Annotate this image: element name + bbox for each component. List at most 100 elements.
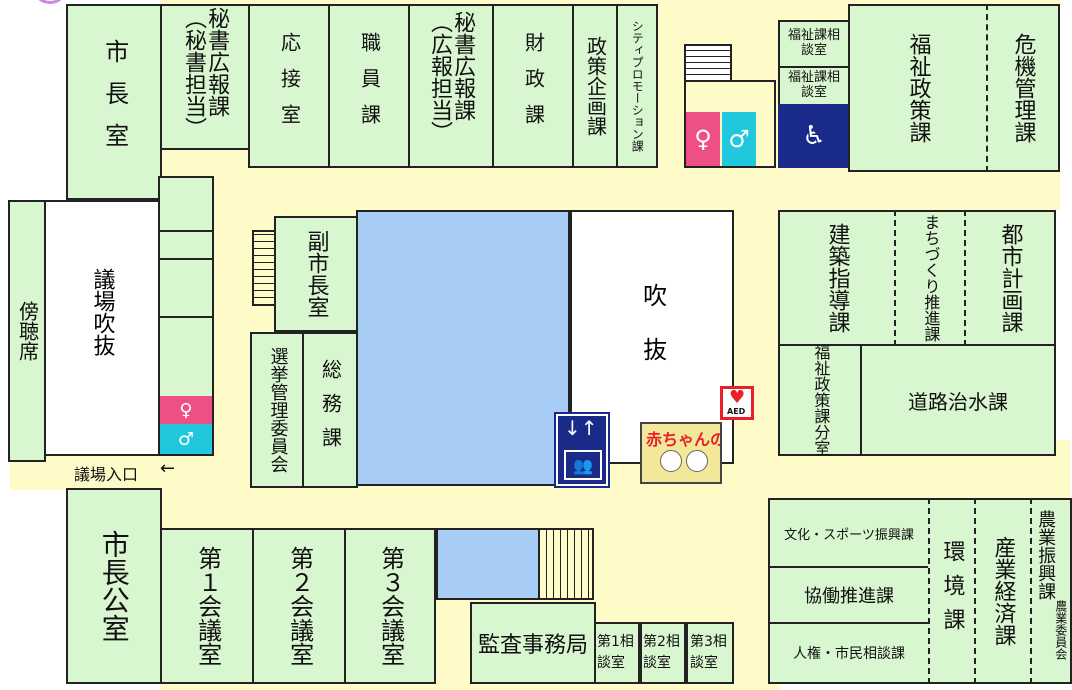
room-general-affairs[interactable]: 総務課 [302, 332, 358, 488]
room-label: シティプロモーション課 [630, 20, 645, 152]
room-machizukuri[interactable]: まちづくり推進課 [894, 210, 966, 346]
room-collaboration[interactable]: 協働推進課 [768, 566, 930, 624]
room-label: 都市計画課 [997, 223, 1023, 333]
room-building-guidance[interactable]: 建築指導課 [778, 210, 896, 346]
elevator: ↓↑ 👥 [554, 412, 610, 488]
room-label: 市長公室 [97, 530, 131, 642]
stairs-north [684, 44, 732, 82]
room-label: 秘書広報課（秘書担当） [181, 7, 230, 139]
decorative-arc [30, 0, 70, 4]
room-label: 第1相談室 [597, 634, 634, 671]
room-secretary-b[interactable]: 秘書広報課（広報担当） [408, 4, 494, 168]
female-restroom-icon: ♀ [686, 112, 720, 166]
room-label: 福祉政策課 [905, 33, 931, 143]
room-gallery[interactable]: 傍聴席 [8, 200, 46, 462]
room-label: 危機管理課 [1010, 33, 1036, 143]
room-mayor-office[interactable]: 市長室 [66, 4, 162, 200]
room-urban-planning[interactable]: 都市計画課 [964, 210, 1056, 346]
baby-station-label: 赤ちゃんの駅 [646, 430, 720, 449]
room-meeting-3[interactable]: 第３会議室 [344, 528, 436, 684]
stairs-west [252, 230, 276, 306]
room-label: 第2相談室 [643, 634, 680, 671]
assembly-entrance-label: 議場入口 [74, 465, 139, 484]
room-consult-1[interactable]: 第1相談室 [594, 622, 640, 684]
room-label: 監査事務局 [477, 633, 588, 658]
heart-icon: ♥ [729, 387, 746, 408]
room-label: 第１会議室 [193, 546, 222, 666]
male-restroom-icon: ♂ [160, 424, 212, 454]
room-crisis-management[interactable]: 危機管理課 [986, 4, 1060, 172]
female-restroom-icon: ♀ [160, 396, 212, 424]
room-reception[interactable]: 応接室 [248, 4, 330, 168]
accessible-restroom-icon: ♿ [778, 104, 850, 168]
room-deputy-mayor[interactable]: 副市長室 [274, 216, 358, 332]
room-label: 吹抜 [638, 283, 667, 391]
lower-atrium-void [436, 528, 540, 600]
compartment-divider [158, 230, 214, 232]
room-label: 秘書広報課（広報担当） [427, 11, 476, 143]
room-label: 第3相談室 [690, 634, 727, 671]
baby-face-icon [660, 450, 682, 472]
room-audit[interactable]: 監査事務局 [470, 602, 596, 684]
room-welfare-consult-2[interactable]: 福祉課相談室 [778, 66, 850, 106]
room-label: 財政課 [521, 32, 546, 140]
atrium-void [356, 210, 570, 486]
room-label: 市長室 [100, 39, 129, 165]
room-label: 福祉課相談室 [787, 28, 840, 58]
room-label: 応接室 [277, 32, 302, 140]
stairs-south [538, 528, 594, 600]
compartment-divider [158, 316, 214, 318]
room-label: 協働推進課 [804, 586, 894, 607]
room-mayor-public-office[interactable]: 市長公室 [66, 488, 162, 684]
room-label: まちづくり推進課 [921, 214, 941, 342]
compartment-divider [158, 258, 214, 260]
room-label: 選挙管理委員会 [267, 347, 289, 473]
room-finance[interactable]: 財政課 [492, 4, 574, 168]
left-arrow-icon: ← [160, 458, 176, 479]
room-label: 職員課 [357, 32, 382, 140]
room-culture-sports[interactable]: 文化・スポーツ振興課 [768, 498, 930, 568]
room-label: 傍聴席 [15, 301, 40, 361]
room-policy-planning[interactable]: 政策企画課 [572, 4, 618, 168]
male-restroom-icon: ♂ [722, 112, 756, 166]
elevator-arrows-icon: ↓↑ [564, 416, 598, 440]
room-label: 福祉政策課分室 [811, 344, 831, 456]
room-label: 道路治水課 [908, 389, 1008, 414]
room-label: 環境課 [939, 540, 965, 642]
room-label: 文化・スポーツ振興課 [784, 527, 914, 543]
room-label: 副市長室 [303, 230, 329, 318]
room-environment[interactable]: 環境課 [928, 498, 976, 684]
room-city-promotion[interactable]: シティプロモーション課 [616, 4, 658, 168]
room-label: 議場吹抜 [89, 268, 115, 356]
room-label: 第３会議室 [376, 546, 405, 666]
room-assembly-atrium[interactable]: 議場吹抜 [44, 200, 160, 456]
aed-sign: ♥ AED [720, 386, 754, 420]
room-industry-economy[interactable]: 産業経済課 [974, 498, 1032, 684]
room-label: 政策企画課 [583, 36, 608, 136]
room-label: 建築指導課 [824, 223, 850, 333]
room-welfare-policy[interactable]: 福祉政策課 [848, 4, 988, 172]
elevator-people-icon: 👥 [564, 450, 602, 480]
room-label: 産業経済課 [990, 536, 1016, 646]
room-label: 人権・市民相談課 [793, 646, 905, 662]
room-sublabel: 農業委員会 [1053, 600, 1068, 660]
aed-label: AED [727, 407, 746, 416]
room-human-rights[interactable]: 人権・市民相談課 [768, 622, 930, 684]
room-election-committee[interactable]: 選挙管理委員会 [250, 332, 304, 488]
room-consult-2[interactable]: 第2相談室 [640, 622, 686, 684]
room-label: 福祉課相談室 [787, 70, 840, 100]
room-roads-flood[interactable]: 道路治水課 [860, 344, 1056, 456]
room-label: 農業振興課 [1035, 510, 1057, 600]
room-welfare-branch[interactable]: 福祉政策課分室 [778, 344, 862, 456]
room-agri-promotion[interactable]: 農業振興課 農業委員会 [1030, 498, 1072, 684]
room-secretary-a[interactable]: 秘書広報課（秘書担当） [160, 4, 250, 150]
baby-station-sign: 赤ちゃんの駅 [640, 422, 722, 484]
room-meeting-1[interactable]: 第１会議室 [160, 528, 254, 684]
room-welfare-consult-1[interactable]: 福祉課相談室 [778, 20, 850, 68]
room-meeting-2[interactable]: 第２会議室 [252, 528, 346, 684]
room-personnel[interactable]: 職員課 [328, 4, 410, 168]
room-label: 第２会議室 [285, 546, 314, 666]
room-consult-3[interactable]: 第3相談室 [686, 622, 734, 684]
room-label: 総務課 [318, 359, 343, 461]
baby-face-icon [686, 450, 708, 472]
